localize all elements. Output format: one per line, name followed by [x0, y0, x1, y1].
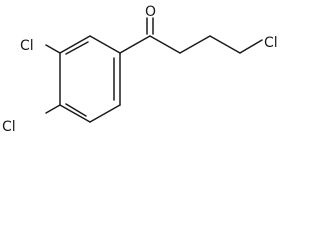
ring-bond — [89, 104, 121, 123]
chain-bond — [179, 35, 211, 54]
ring-bond — [59, 104, 91, 123]
chain-bond — [209, 35, 241, 54]
ring-double-bond — [65, 103, 87, 117]
c-cl-bond — [239, 39, 263, 54]
carbonyl-group: O — [119, 4, 156, 54]
ring-double-bond — [65, 41, 89, 55]
c-cl-bond — [45, 104, 61, 114]
chlorine-atom-label: Cl — [2, 119, 16, 135]
chlorine-atom-label: Cl — [20, 38, 34, 54]
c-cl-bond — [45, 44, 61, 54]
ring-bond — [89, 35, 121, 54]
chlorine-atom-label: Cl — [264, 35, 278, 51]
ring-bond — [59, 35, 91, 54]
oxygen-atom-label: O — [145, 4, 156, 20]
ring-carbonyl-bond — [119, 35, 151, 54]
structure-diagram: Cl Cl O Cl — [2, 4, 278, 135]
chain-bond — [149, 35, 181, 54]
alkyl-chain: Cl — [149, 35, 278, 54]
benzene-ring — [59, 35, 121, 123]
